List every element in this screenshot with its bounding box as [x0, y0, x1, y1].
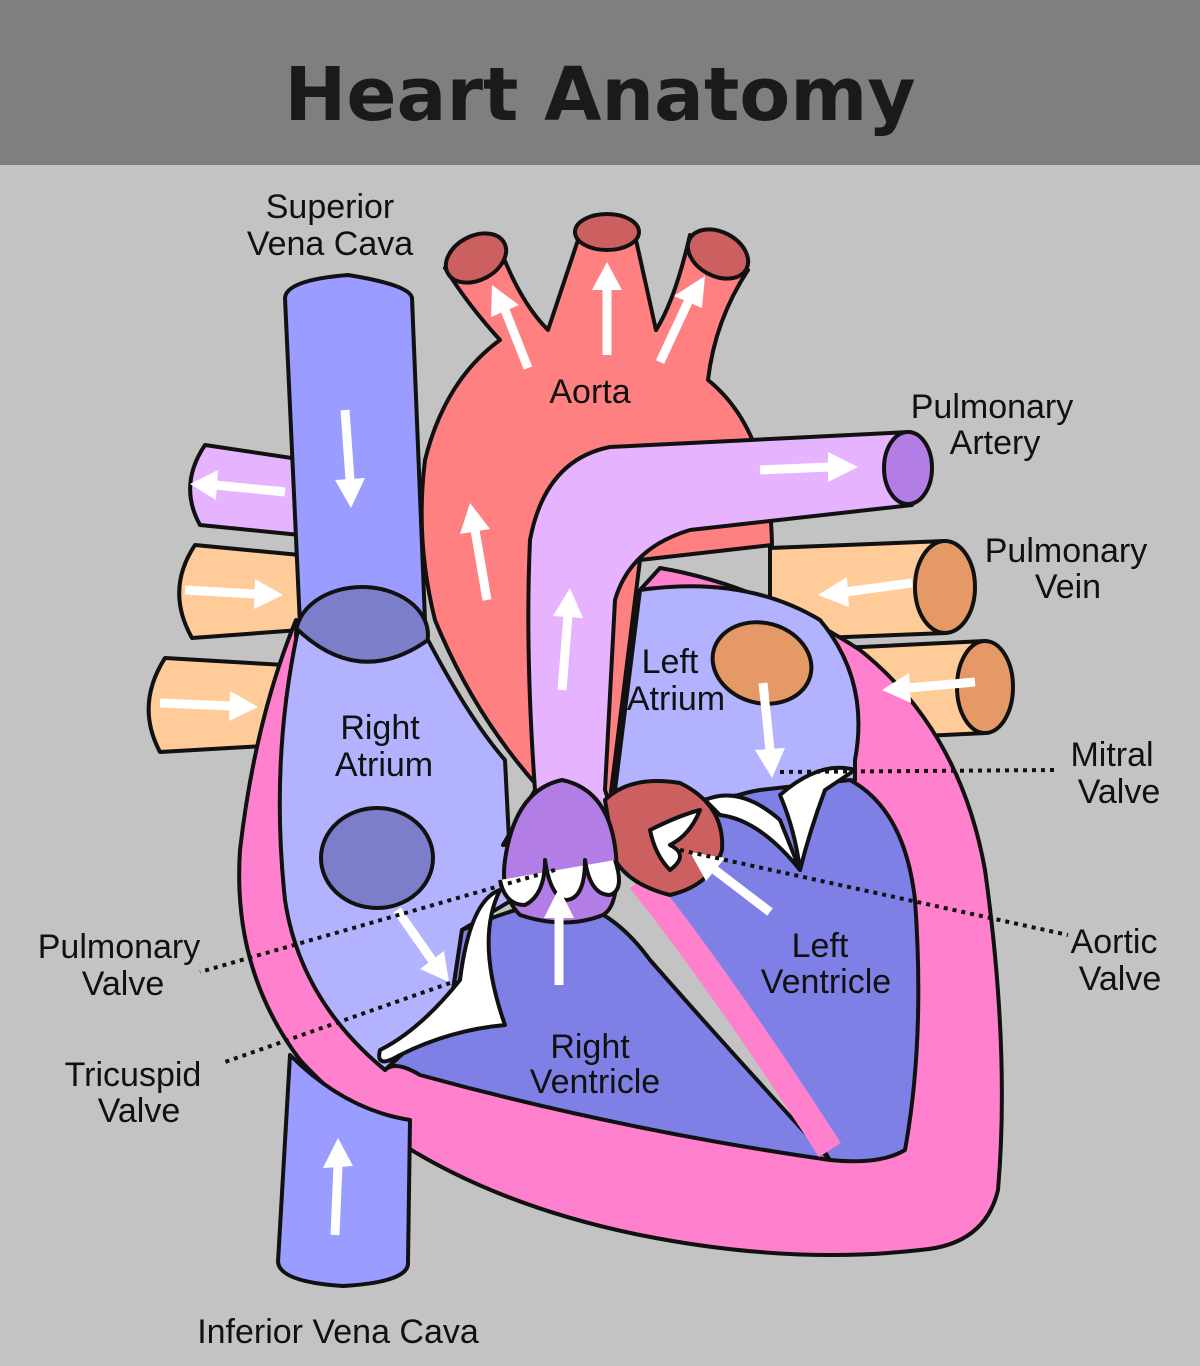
title-bar: Heart Anatomy [0, 0, 1200, 165]
label-inferior-vena-cava: Inferior Vena Cava [197, 1313, 479, 1351]
inferior-vena-cava [276, 1053, 412, 1288]
septum [629, 871, 841, 1158]
pulmonary-vein-opening [710, 620, 814, 706]
diagram-title: Heart Anatomy [284, 52, 916, 138]
valve-cusps [377, 765, 857, 1064]
label-aorta: Aorta [549, 373, 630, 411]
blood-flow-arrows [159, 262, 976, 1236]
leader-lines [199, 768, 1069, 1064]
pulmonary-artery [501, 430, 934, 847]
ivc-opening [319, 806, 435, 910]
